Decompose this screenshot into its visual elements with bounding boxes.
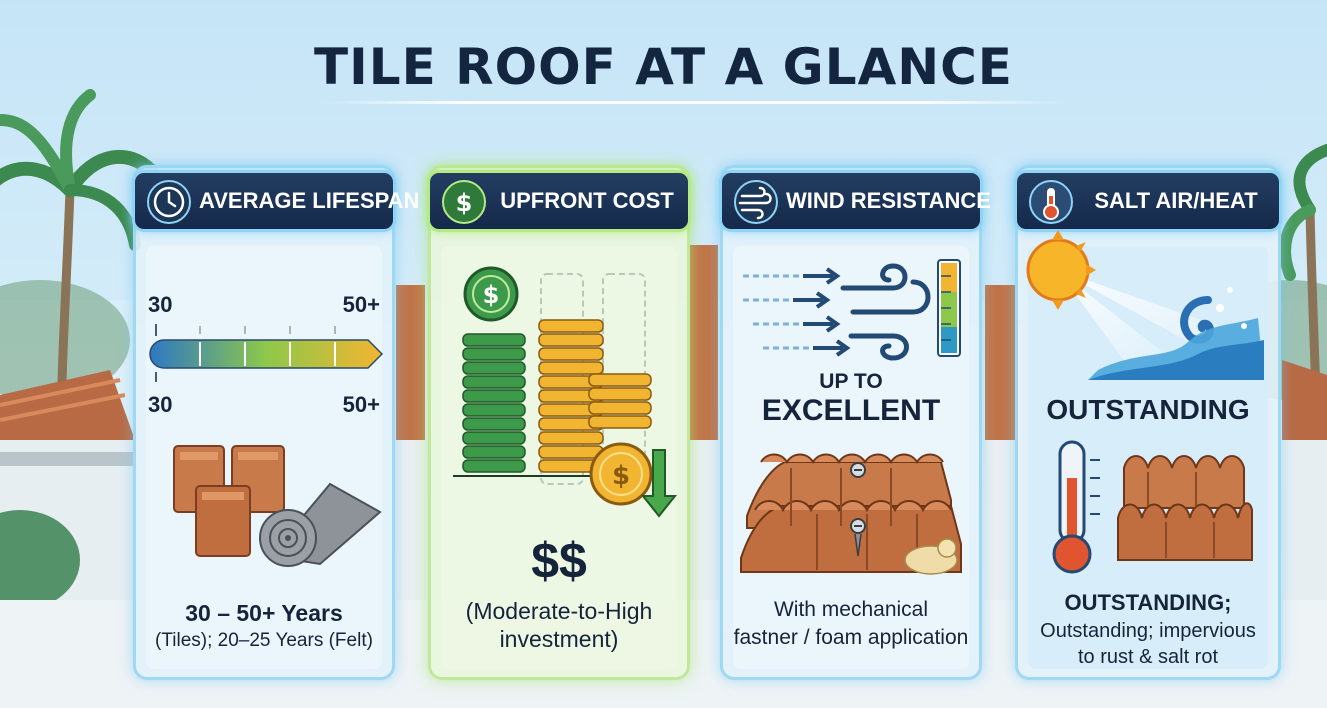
coin-stacks-illustration: $ [453,266,678,518]
lifespan-note: (Tiles); 20–25 Years (Felt) [155,630,373,651]
card-body: $ [441,246,678,669]
cost-rating: $$ [531,533,587,589]
wind-note-line1: With mechanical [773,598,929,621]
salt-heat-note-line2: to rust & salt rot [1077,646,1219,668]
lifespan-scale-bar [149,324,384,382]
fastened-tiles-illustration [740,453,962,575]
card-header-label: SALT AIR/HEAT [1094,188,1258,213]
tiles-and-felt-roll-illustration [173,445,382,567]
salt-heat-summary: OUTSTANDING; [1064,590,1232,615]
scale-start-bottom: 30 [148,392,173,417]
card-average-lifespan: AVERAGE LIFESPAN 30 50+ [132,165,420,680]
card-wind-resistance: WIND RESISTANCE [719,165,991,680]
card-header-label: UPFRONT COST [500,188,674,213]
wind-icon [734,180,778,224]
wind-rating-prefix: UP TO [819,370,883,393]
clock-icon [147,180,191,224]
wind-rating: EXCELLENT [761,394,941,427]
title-underline [320,101,1066,104]
card-body: 30 50+ [146,246,384,669]
card-header: SALT AIR/HEAT [1014,170,1282,232]
page-title: TILE ROOF AT A GLANCE [314,38,1013,96]
card-header: WIND RESISTANCE [719,170,991,232]
card-header: AVERAGE LIFESPAN [132,170,420,232]
card-upfront-cost: $ UPFRONT COST $ [427,165,691,680]
card-header-label: WIND RESISTANCE [786,188,991,213]
thermometer-icon [1029,180,1073,224]
card-salt-air-heat: SALT AIR/HEAT [1014,165,1282,680]
card-header-label: AVERAGE LIFESPAN [199,188,420,213]
card-header: $ UPFRONT COST [427,170,691,232]
scale-start-top: 30 [148,292,173,317]
dollar-icon: $ [442,180,486,224]
wind-gusts-illustration [743,259,961,361]
sun-and-wave-illustration [1026,230,1264,380]
salt-heat-rating: OUTSTANDING [1046,394,1250,425]
svg-text:$: $ [483,281,500,309]
card-body: UP TO EXCELLENT With [733,246,969,669]
cost-note-line2: investment) [499,626,619,652]
svg-text:$: $ [456,189,473,217]
wind-note-line2: fastner / foam application [733,626,969,649]
salt-heat-note-line1: Outstanding; impervious [1040,620,1256,642]
cost-note-line1: (Moderate-to-High [465,598,653,624]
scale-end-bottom: 50+ [342,392,380,417]
lifespan-value: 30 – 50+ Years [185,600,343,626]
thermometer-and-tiles-illustration [1052,440,1253,574]
svg-text:$: $ [612,461,630,491]
scale-end-top: 50+ [342,292,380,317]
card-body: OUTSTANDING OUTSTANDING; Outstanding; im… [1026,230,1268,669]
